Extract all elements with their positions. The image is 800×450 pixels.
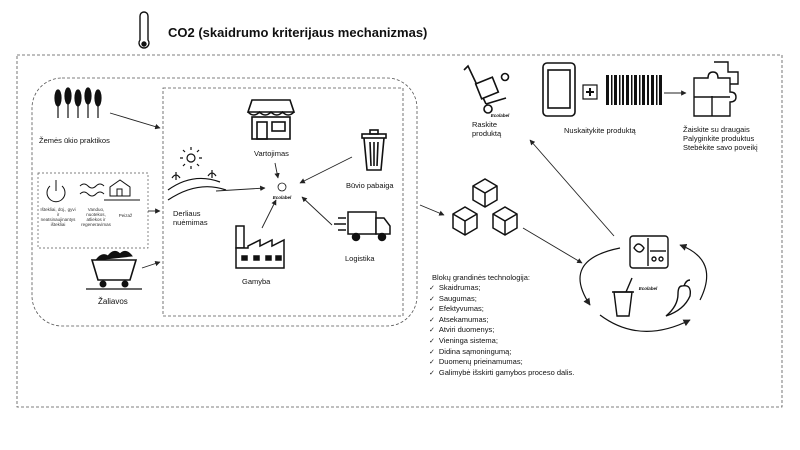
shop-icon — [246, 99, 296, 140]
truck-icon — [334, 211, 391, 242]
label-find: Raskite produktą — [472, 120, 502, 138]
wave-icon — [79, 183, 105, 197]
list-item: Galimybė išskirti gamybos proceso dalis. — [429, 368, 574, 379]
thermometer-icon — [138, 11, 150, 49]
label-logistics: Logistika — [345, 254, 375, 263]
food-tray-icon — [629, 235, 669, 269]
barcode-icon — [606, 75, 662, 105]
puzzle-icon — [693, 61, 739, 117]
label-scan: Nuskaitykite produktą — [564, 126, 636, 135]
list-item: Efektyvumas; — [429, 304, 574, 315]
factory-icon — [235, 225, 285, 269]
label-compare: Palyginkite produktus — [683, 134, 755, 143]
cycle-loop — [579, 243, 708, 332]
power-icon — [46, 180, 66, 203]
list-item: Skaidrumas; — [429, 283, 574, 294]
hand-truck-icon — [463, 64, 510, 114]
label-play: Žaiskite su draugais — [683, 125, 750, 134]
label-track: Stebėkite savo poveikį — [683, 143, 758, 152]
label-consumption: Vartojimas — [254, 149, 289, 158]
page-title: CO2 (skaidrumo kriterijaus mechanizmas) — [168, 25, 428, 40]
pepper-icon — [665, 279, 692, 317]
wheat-icon — [54, 87, 102, 118]
core-region — [162, 87, 404, 317]
ecolabel-cycle: Ecolabel — [638, 286, 658, 291]
blockchain-heading: Blokų grandinės technologija: — [432, 273, 530, 282]
list-item: Atsekamumas; — [429, 315, 574, 326]
flow-arrows — [109, 90, 687, 269]
resources-box — [37, 172, 149, 249]
plus-icon — [582, 84, 598, 100]
phone-icon — [542, 62, 576, 117]
list-item: Didina sąmoningumą; — [429, 347, 574, 358]
label-farming: Žemės ūkio praktikos — [39, 136, 110, 145]
list-item: Atviri duomenys; — [429, 325, 574, 336]
list-item: Vieninga sistema; — [429, 336, 574, 347]
outer-frame — [16, 54, 783, 408]
ecolabel-center: Ecolabel — [272, 195, 292, 200]
trash-can-icon — [361, 129, 387, 171]
house-icon — [104, 179, 140, 201]
mine-cart-icon — [86, 250, 142, 290]
ecolabel-truck: Ecolabel — [490, 113, 510, 118]
label-landscape: Peizaž — [118, 213, 133, 218]
label-resources: Ištekliai, dūj., gyvi ir neatsinaujinant… — [40, 207, 76, 227]
label-harvest: Derliaus nuėmimas — [173, 209, 208, 227]
ecolabel-center-icon — [277, 182, 287, 192]
blockchain-feature-list: Skaidrumas; Saugumas; Efektyvumas; Atsek… — [429, 283, 574, 378]
cubes-icon — [452, 178, 518, 236]
label-raw: Žaliavos — [98, 297, 128, 306]
list-item: Duomenų prieinamumas; — [429, 357, 574, 368]
label-production: Gamyba — [242, 277, 271, 286]
production-region — [31, 77, 418, 327]
label-water: Vanduo, nuotekos, atliekos ir regeneravi… — [81, 207, 111, 227]
label-endoflife: Būvio pabaiga — [346, 181, 394, 190]
drink-cup-icon — [612, 277, 634, 317]
field-sun-icon — [167, 147, 227, 201]
list-item: Saugumas; — [429, 294, 574, 305]
